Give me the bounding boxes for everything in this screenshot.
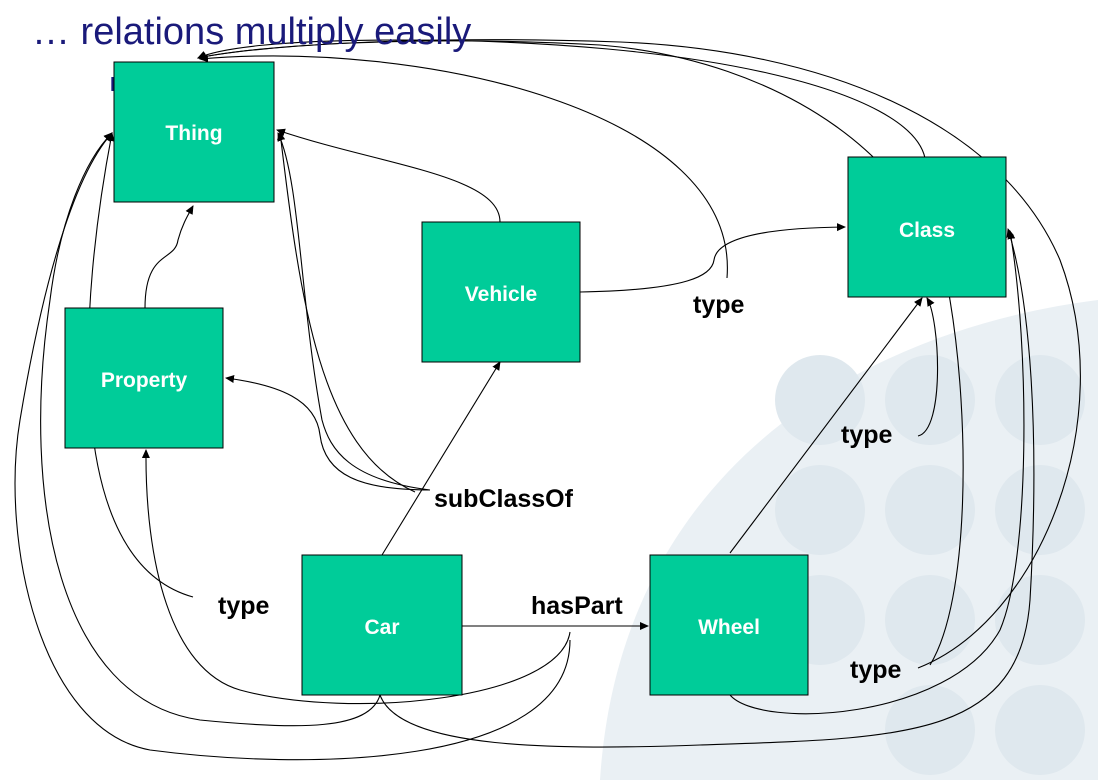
node-wheel-box (649, 554, 809, 696)
edge-vehicletype-thing (199, 54, 728, 279)
edge-label-car-type: type (218, 592, 270, 620)
page-title: … relations multiply easily (32, 11, 471, 53)
edge-subclassof-thing-1 (277, 132, 431, 491)
node-thing: Thing (113, 61, 275, 203)
edge-wheel-class-loop (729, 230, 1025, 715)
watermark-dot (995, 575, 1085, 665)
node-vehicle-box (421, 221, 581, 363)
edge-car-class (379, 228, 1035, 748)
node-class-label: Class (899, 219, 955, 242)
watermark-dot (995, 355, 1085, 445)
node-car: Car (301, 554, 463, 696)
node-property-label: Property (101, 369, 188, 392)
edge-car-vehicle (381, 361, 501, 556)
node-thing-box (113, 61, 275, 203)
node-class-box (847, 156, 1007, 298)
node-property-box (64, 307, 224, 449)
edge-car-thing (40, 132, 381, 727)
edge-haspart-property (141, 449, 571, 705)
watermark-dot (885, 465, 975, 555)
edge-class-thing (197, 39, 926, 159)
node-class: Class (847, 156, 1007, 298)
node-car-label: Car (364, 616, 399, 639)
edge-subclassof-property (225, 375, 431, 491)
node-wheel: Wheel (649, 554, 809, 696)
edge-property-thing (144, 205, 194, 309)
node-property: Property (64, 307, 224, 449)
edge-vehicle-thing (276, 128, 501, 223)
node-car-box (301, 554, 463, 696)
edge-subclassof-thing-2 (276, 131, 416, 493)
watermark-dot (995, 685, 1085, 775)
node-vehicle: Vehicle (421, 221, 581, 363)
edge-label-haspart: hasPart (531, 592, 623, 620)
edge-label-subclassof: subClassOf (434, 485, 574, 513)
watermark-dot (775, 355, 865, 445)
edge-label-class-type: type (850, 656, 902, 684)
edge-label-wheel-type: type (841, 421, 893, 449)
node-vehicle-label: Vehicle (465, 283, 537, 306)
watermark-dot (885, 575, 975, 665)
node-thing-label: Thing (165, 122, 222, 145)
edge-haspart-thing (14, 132, 571, 761)
node-wheel-label: Wheel (698, 616, 760, 639)
watermark-dot (885, 355, 975, 445)
watermark-dot (995, 465, 1085, 555)
edge-classtype-thing-2 (197, 39, 1081, 669)
edges (14, 39, 1081, 761)
edge-wheeltype-class (917, 297, 939, 437)
edge-label-vehicle-type: type (693, 291, 745, 319)
watermark-dot (885, 685, 975, 775)
watermark-dot (775, 465, 865, 555)
edge-wheel-class (729, 297, 923, 554)
edge-vehicle-class (579, 223, 846, 293)
